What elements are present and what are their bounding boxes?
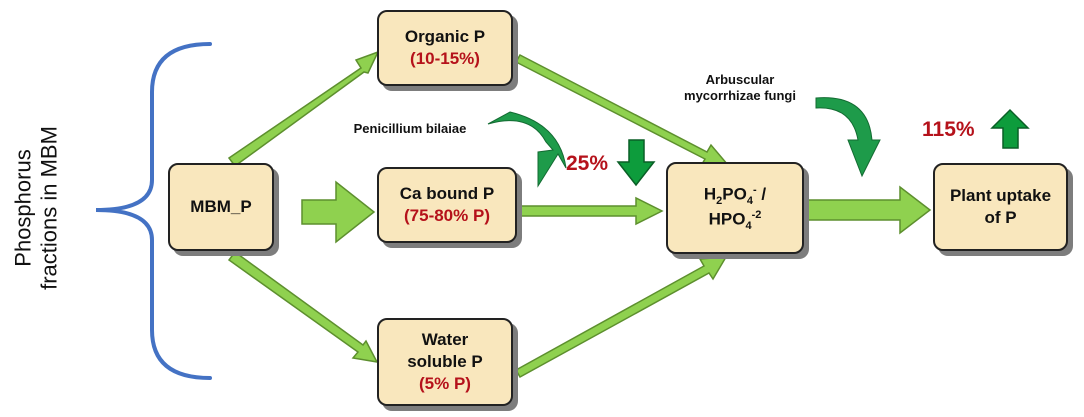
label-penicillium: Penicillium bilaiae: [353, 121, 467, 136]
label-fungi-line2: mycorrhizae fungi: [684, 88, 796, 104]
label-fungi: Arbuscular mycorrhizae fungi: [650, 72, 830, 105]
axis-label-line1: Phosphorus: [10, 149, 36, 267]
node-cabound-pct: (75-80% P): [404, 206, 490, 225]
node-water-pct: (5% P): [419, 374, 471, 394]
node-mbm-p: MBM_P: [168, 163, 274, 251]
node-phosphate: H2PO4- / HPO4-2: [666, 162, 804, 254]
arrow-phosphate-to-plant: [803, 185, 932, 235]
stat-decrease: 25%: [566, 152, 609, 175]
curved-arrow-penicillium: [487, 111, 567, 188]
curved-arrow-fungi: [815, 97, 881, 178]
arrow-mbm-to-organic: [227, 50, 380, 168]
node-plant-line1: Plant uptake: [949, 185, 1052, 205]
node-organic-p: Organic P (10-15%): [377, 10, 513, 86]
node-water-soluble-p: Water soluble P (5% P): [377, 318, 513, 406]
arrow-mbm-to-water: [227, 250, 379, 363]
node-ca-bound-p: Ca bound P (75-80% P): [377, 167, 517, 243]
node-plant-uptake: Plant uptake of P: [933, 163, 1068, 251]
increase-arrow: [990, 108, 1030, 149]
fraction-brace: [95, 42, 212, 380]
axis-label-line2: fractions in MBM: [37, 126, 62, 290]
label-fungi-line1: Arbuscular: [705, 72, 775, 87]
arrow-cabound-to-phosphate: [517, 196, 664, 226]
node-cabound-label: Ca bound P: [399, 183, 495, 203]
node-organic-label: Organic P: [404, 26, 486, 46]
node-plant-line2: of P: [984, 208, 1017, 227]
decrease-arrow: [616, 139, 656, 187]
stat-increase: 115%: [922, 118, 975, 141]
node-phosphate-line1: H2PO4- /: [703, 183, 767, 207]
node-phosphate-line2: HPO4-2: [708, 209, 762, 233]
arrow-mbm-to-cabound: [301, 180, 376, 244]
node-organic-pct: (10-15%): [410, 49, 480, 68]
node-water-label2: soluble P: [407, 351, 483, 371]
node-water-label1: Water: [421, 329, 469, 349]
node-mbm-label: MBM_P: [190, 196, 252, 216]
arrow-water-to-phosphate: [514, 256, 728, 379]
